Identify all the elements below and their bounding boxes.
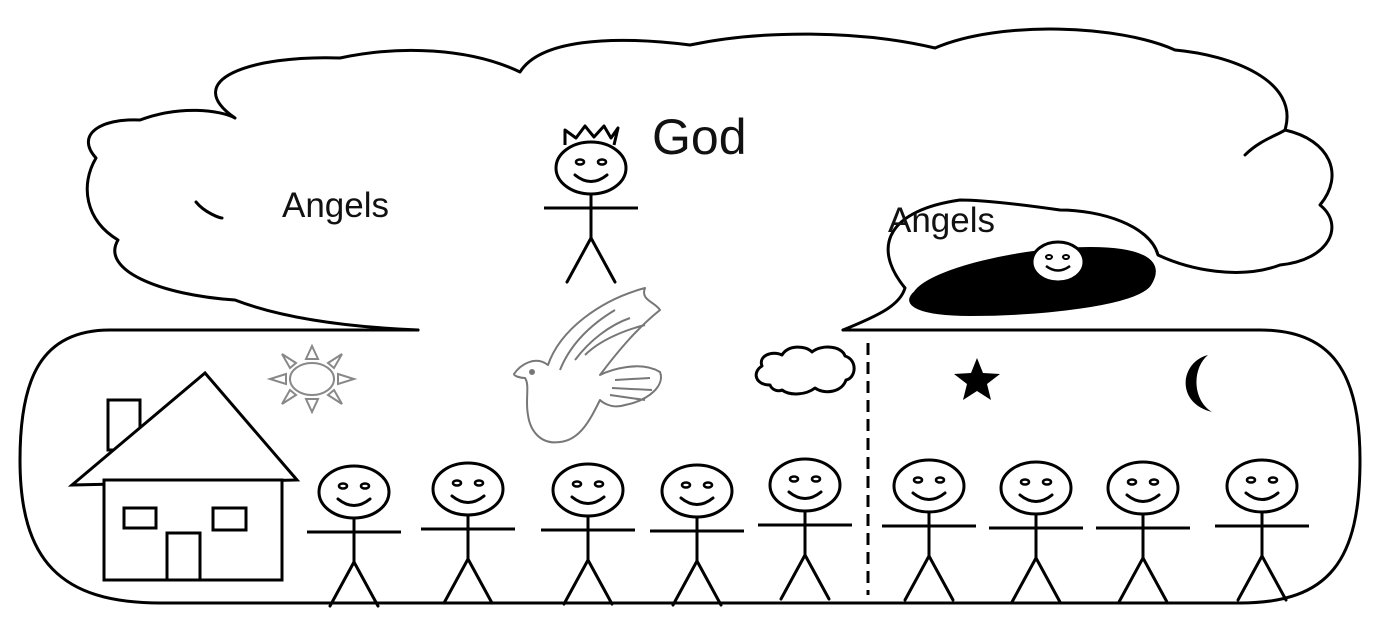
angels-right-label: Angels [888, 201, 996, 240]
person-figure [419, 461, 517, 605]
person-figure [1094, 460, 1192, 604]
cloud-fold-right [1243, 128, 1287, 157]
god-figure [542, 140, 640, 284]
god-label: God [652, 109, 747, 165]
people-row [305, 457, 1311, 608]
person-figure [648, 463, 746, 607]
heaven-cloud [85, 27, 1334, 332]
small-cloud-icon [754, 345, 856, 396]
person-figure [987, 460, 1085, 604]
person-figure [305, 464, 403, 608]
person-figure [539, 462, 637, 606]
earth-capsule [18, 328, 1362, 605]
fallen-angel-face [1030, 240, 1086, 284]
person-figure [1213, 458, 1311, 602]
dark-pit-icon [909, 246, 1156, 317]
cloud-fold-left [194, 200, 224, 220]
moon-icon [1185, 355, 1212, 412]
sun-icon [266, 343, 358, 415]
person-figure [880, 458, 978, 602]
angels-left-label: Angels [282, 186, 390, 225]
person-figure [756, 457, 854, 601]
crown-icon [563, 124, 620, 146]
house-icon [67, 370, 301, 582]
dove-icon [513, 287, 662, 444]
star-icon [954, 358, 1000, 400]
